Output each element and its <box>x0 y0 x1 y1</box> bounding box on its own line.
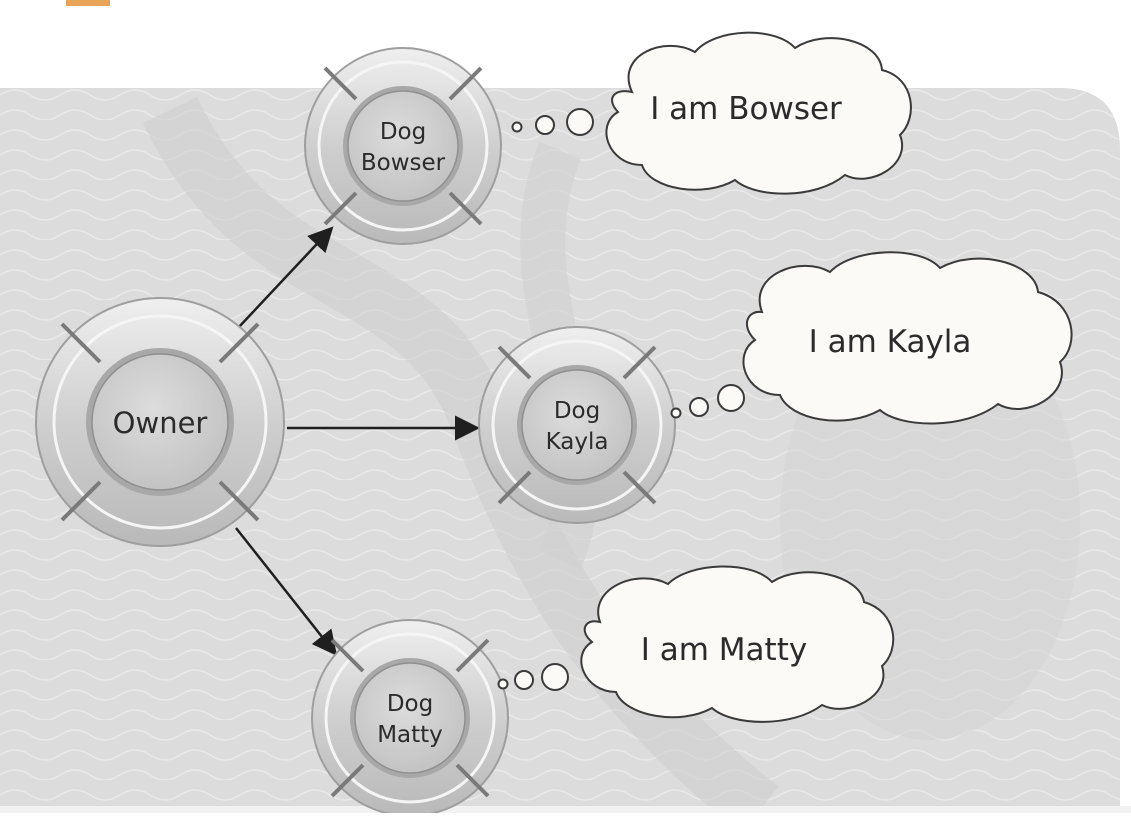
owner-label: Owner <box>113 406 208 440</box>
dog-bowser-node: Dog Bowser <box>304 47 502 245</box>
dog-bowser-line2: Bowser <box>361 150 446 176</box>
thought-cloud-bowser: I am Bowser <box>511 31 912 195</box>
dog-matty-line2: Matty <box>377 722 443 748</box>
arrow-owner-to-matty <box>235 527 338 656</box>
cloud-bowser-text: I am Bowser <box>650 91 842 127</box>
dog-bowser-line1: Dog <box>380 119 426 145</box>
cloud-matty-text: I am Matty <box>641 632 807 668</box>
arrow-owner-to-bowser <box>237 226 334 329</box>
accent-bar <box>66 0 110 6</box>
dog-matty-line1: Dog <box>387 691 433 717</box>
dog-kayla-line2: Kayla <box>546 429 609 455</box>
dog-matty-node: Dog Matty <box>311 619 509 817</box>
dog-kayla-node: Dog Kayla <box>478 326 676 524</box>
thought-cloud-matty: I am Matty <box>497 565 895 723</box>
owner-node: Owner <box>35 297 285 547</box>
thought-cloud-kayla: I am Kayla <box>670 251 1073 425</box>
dog-kayla-line1: Dog <box>554 398 600 424</box>
cloud-kayla-text: I am Kayla <box>809 324 972 360</box>
